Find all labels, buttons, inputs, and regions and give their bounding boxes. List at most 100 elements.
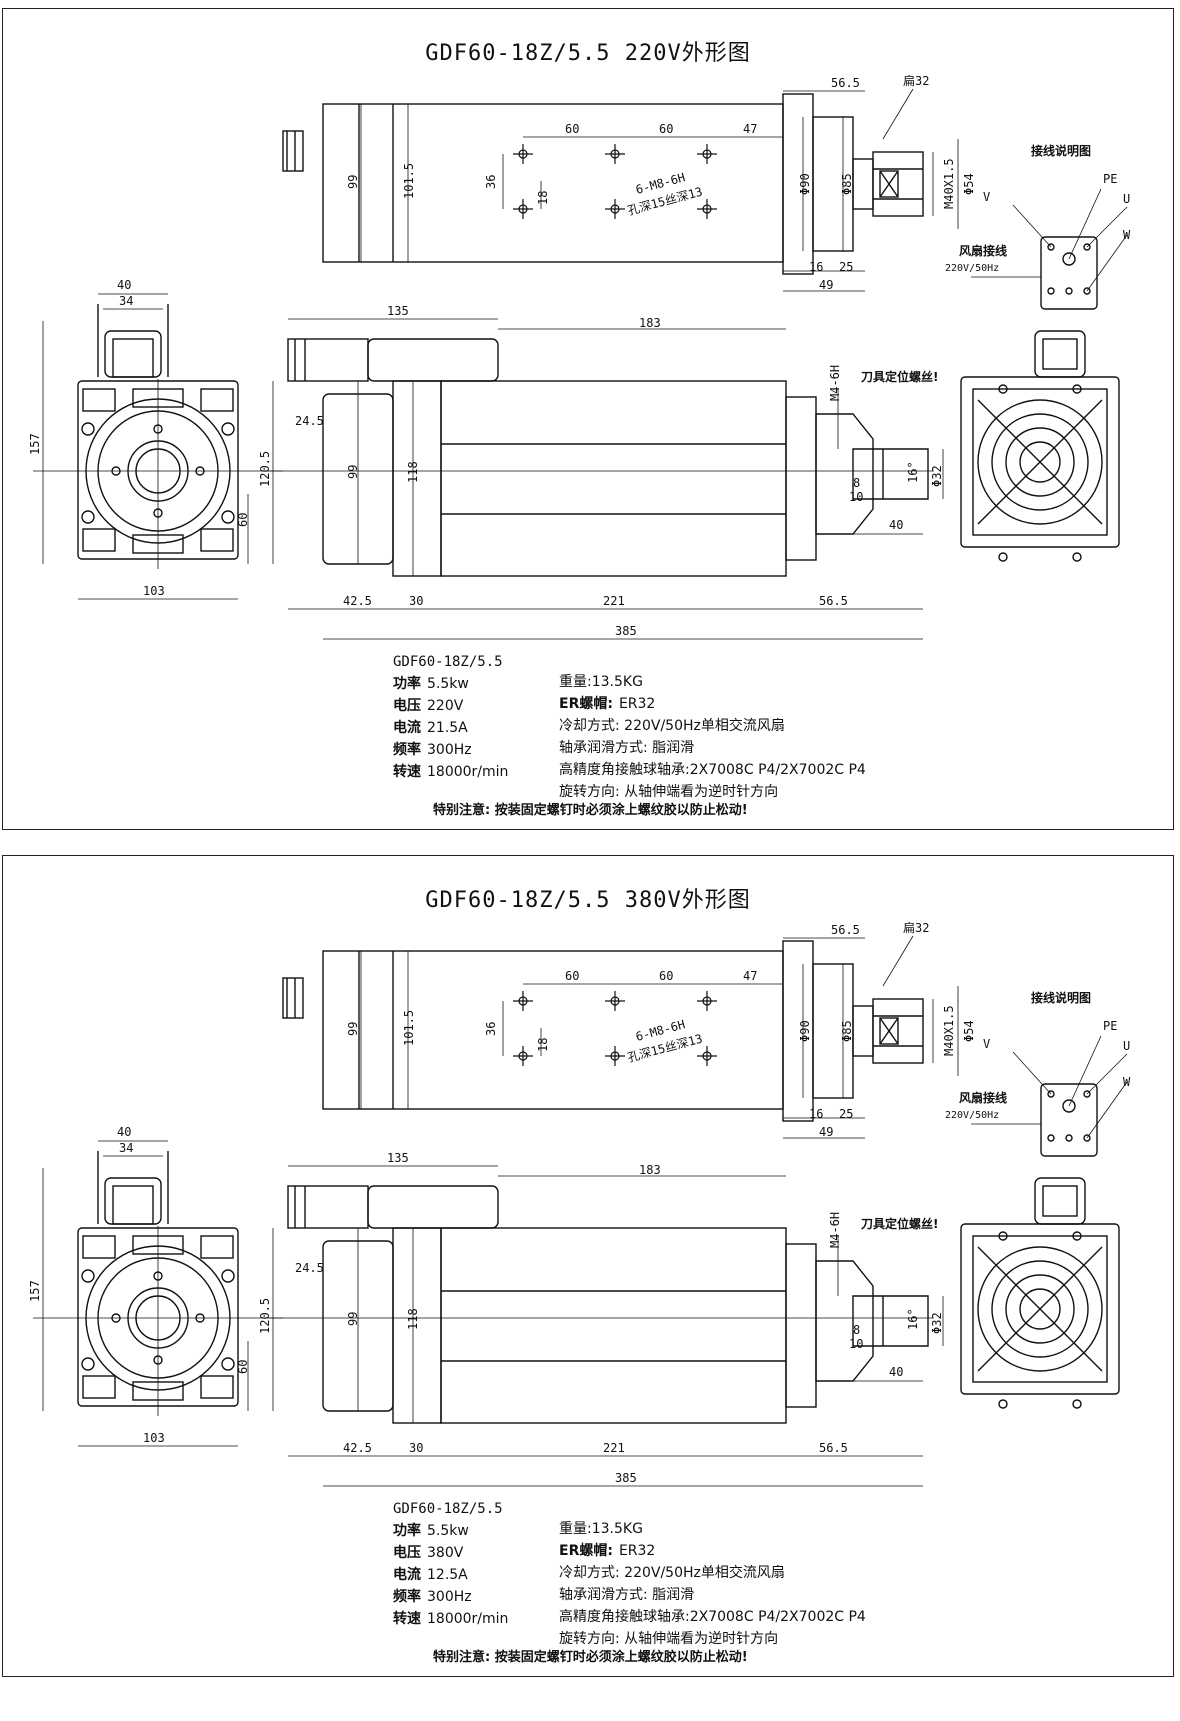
dimension-labels: 56.5 扁32 60 60 47 36 18 6-M8-6H 孔深15丝深13… bbox=[28, 74, 1131, 638]
dim-phi32: Φ32 bbox=[930, 1312, 944, 1334]
front-view bbox=[33, 293, 283, 600]
dim-16: 16 bbox=[809, 260, 823, 274]
dim-49: 49 bbox=[819, 278, 833, 292]
dim-101-5: 101.5 bbox=[402, 1010, 416, 1046]
dim-thread: M40X1.5 bbox=[942, 158, 956, 209]
dim-24-5: 24.5 bbox=[295, 414, 324, 428]
dim-118: 118 bbox=[406, 1308, 420, 1330]
dim-30: 30 bbox=[409, 594, 423, 608]
dim-49: 49 bbox=[819, 1125, 833, 1139]
dim-101-5: 101.5 bbox=[402, 163, 416, 199]
installation-note: 特别注意: 按装固定螺钉时必须涂上螺纹胶以防止松动! bbox=[433, 1650, 748, 1665]
dim-40: 40 bbox=[889, 518, 903, 532]
dim-m4: M4-6H bbox=[828, 1212, 842, 1248]
pin-w: W bbox=[1123, 1075, 1131, 1089]
dim-99-top: 99 bbox=[346, 175, 360, 189]
dim-221: 221 bbox=[603, 1441, 625, 1455]
wiring-diagram bbox=[971, 188, 1128, 310]
dim-34: 34 bbox=[119, 1141, 133, 1155]
tool-screw-label: 刀具定位螺丝! bbox=[861, 1216, 938, 1231]
dim-36: 36 bbox=[484, 175, 498, 189]
dim-99-top: 99 bbox=[346, 1022, 360, 1036]
dim-phi90: Φ90 bbox=[798, 1020, 812, 1042]
wiring-title: 接线说明图 bbox=[1031, 990, 1091, 1005]
drawing-title: GDF60-18Z/5.5 380V外形图 bbox=[425, 888, 751, 913]
spec-lubrication: 轴承润滑方式: 脂润滑 bbox=[559, 740, 695, 756]
dim-183: 183 bbox=[639, 1163, 661, 1177]
dim-36: 36 bbox=[484, 1022, 498, 1036]
dim-103: 103 bbox=[143, 584, 165, 598]
main-side-view bbox=[263, 1165, 944, 1487]
drawing-sheet-2: GDF60-18Z/5.5 380V外形图 bbox=[2, 855, 1174, 1677]
pin-u: U bbox=[1123, 192, 1130, 206]
dim-60b: 60 bbox=[659, 969, 673, 983]
installation-note: 特别注意: 按装固定螺钉时必须涂上螺纹胶以防止松动! bbox=[433, 803, 748, 818]
dim-47: 47 bbox=[743, 122, 757, 136]
dim-60-front: 60 bbox=[236, 1360, 250, 1374]
dim-40-front: 40 bbox=[117, 278, 131, 292]
spec-right-column: 重量:13.5KG ER螺帽:ER32 冷却方式: 220V/50Hz单相交流风… bbox=[559, 1518, 866, 1650]
dim-56-5: 56.5 bbox=[831, 76, 860, 90]
dim-385: 385 bbox=[615, 624, 637, 638]
dim-phi54: Φ54 bbox=[962, 1020, 976, 1042]
dim-157: 157 bbox=[28, 433, 42, 455]
dim-16deg: 16° bbox=[906, 1308, 920, 1330]
spec-right-column: 重量:13.5KG ER螺帽:ER32 冷却方式: 220V/50Hz单相交流风… bbox=[559, 671, 866, 803]
top-side-view bbox=[282, 88, 959, 292]
spec-lubrication: 轴承润滑方式: 脂润滑 bbox=[559, 1587, 695, 1603]
front-view bbox=[33, 1140, 283, 1447]
dim-42-5: 42.5 bbox=[343, 594, 372, 608]
dim-16: 16 bbox=[809, 1107, 823, 1121]
main-side-view bbox=[263, 318, 944, 640]
dim-18: 18 bbox=[536, 191, 550, 205]
dim-25: 25 bbox=[839, 1107, 853, 1121]
spec-bearing: 高精度角接触球轴承:2X7008C P4/2X7002C P4 bbox=[559, 762, 866, 778]
dim-30: 30 bbox=[409, 1441, 423, 1455]
dimension-labels: 56.5 扁32 60 60 47 36 18 6-M8-6H 孔深15丝深13… bbox=[28, 921, 1131, 1485]
spec-collet: ER螺帽:ER32 bbox=[559, 1543, 656, 1559]
dim-60-front: 60 bbox=[236, 513, 250, 527]
pin-u: U bbox=[1123, 1039, 1130, 1053]
spec-rotation: 旋转方向: 从轴伸端看为逆时针方向 bbox=[559, 784, 779, 800]
dim-120-5: 120.5 bbox=[258, 451, 272, 487]
dim-phi90: Φ90 bbox=[798, 173, 812, 195]
dim-phi85: Φ85 bbox=[840, 1020, 854, 1042]
dim-42-5: 42.5 bbox=[343, 1441, 372, 1455]
fan-wiring-label: 风扇接线 bbox=[959, 243, 1007, 258]
dim-99: 99 bbox=[346, 465, 360, 479]
dim-25: 25 bbox=[839, 260, 853, 274]
dim-8: 8 bbox=[853, 1323, 860, 1337]
spec-cooling: 冷却方式: 220V/50Hz单相交流风扇 bbox=[559, 1565, 785, 1581]
dim-103: 103 bbox=[143, 1431, 165, 1445]
dim-120-5: 120.5 bbox=[258, 1298, 272, 1334]
spec-bearing: 高精度角接触球轴承:2X7008C P4/2X7002C P4 bbox=[559, 1609, 866, 1625]
rear-view-fan bbox=[960, 330, 1120, 562]
dim-40-front: 40 bbox=[117, 1125, 131, 1139]
rear-view-fan bbox=[960, 1177, 1120, 1409]
spec-cooling: 冷却方式: 220V/50Hz单相交流风扇 bbox=[559, 718, 785, 734]
dim-16deg: 16° bbox=[906, 461, 920, 483]
fan-spec-label: 220V/50Hz bbox=[945, 263, 999, 274]
dim-47: 47 bbox=[743, 969, 757, 983]
pin-v: V bbox=[983, 190, 990, 204]
dim-thread: M40X1.5 bbox=[942, 1005, 956, 1056]
dim-56-5b: 56.5 bbox=[819, 594, 848, 608]
dim-flat-32: 扁32 bbox=[903, 74, 929, 88]
dim-phi54: Φ54 bbox=[962, 173, 976, 195]
dim-56-5b: 56.5 bbox=[819, 1441, 848, 1455]
dim-10: 10 bbox=[849, 490, 863, 504]
pin-w: W bbox=[1123, 228, 1131, 242]
drawing-sheet-1: GDF60-18Z/5.5 220V外形图 bbox=[2, 8, 1174, 830]
top-side-view bbox=[282, 935, 959, 1139]
technical-drawing: 56.5 扁32 60 60 47 36 18 6-M8-6H 孔深15丝深13… bbox=[28, 921, 1131, 1487]
tool-screw-label: 刀具定位螺丝! bbox=[861, 369, 938, 384]
